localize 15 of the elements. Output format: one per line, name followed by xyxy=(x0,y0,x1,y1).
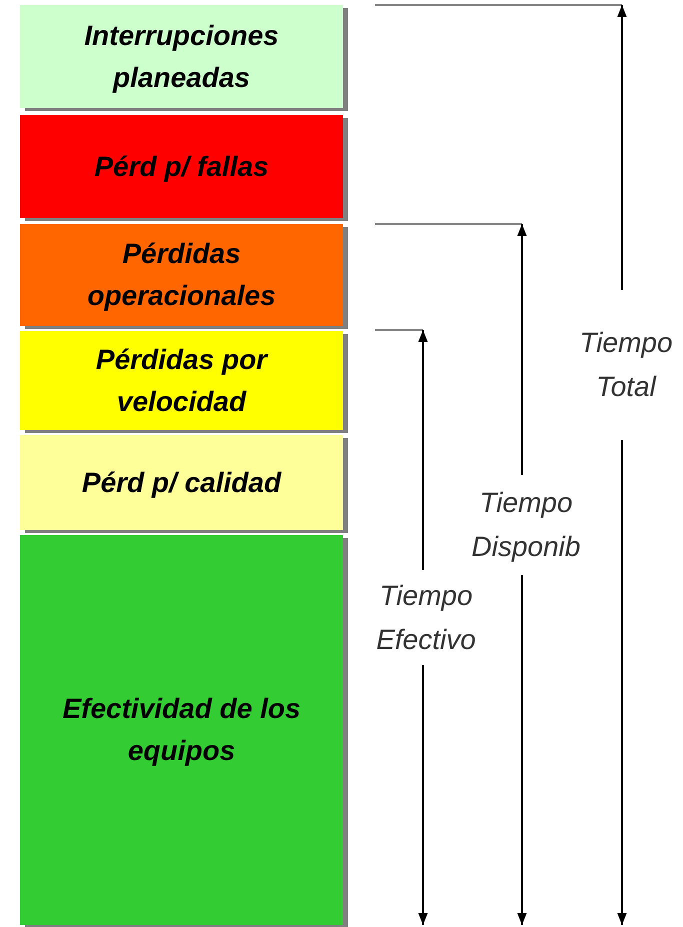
category-box xyxy=(20,115,343,218)
category-label: Efectividad de los equipos xyxy=(62,692,302,768)
dimension-label: Tiempo Disponib xyxy=(470,486,582,564)
category-box xyxy=(20,435,343,530)
category-label: Pérdidas por velocidad xyxy=(94,342,270,418)
category-box xyxy=(20,224,343,326)
category-label: Pérdidas operacionales xyxy=(86,237,277,313)
category-box xyxy=(20,535,343,925)
category-label: Pérd p/ fallas xyxy=(93,150,270,184)
category-box xyxy=(20,5,343,108)
category-box xyxy=(20,331,343,430)
category-label: Pérd p/ calidad xyxy=(80,466,282,500)
category-label: Interrupciones planeadas xyxy=(83,18,280,95)
dimension-label: Tiempo Efectivo xyxy=(375,578,477,656)
dimension-label: Tiempo Total xyxy=(578,326,674,404)
